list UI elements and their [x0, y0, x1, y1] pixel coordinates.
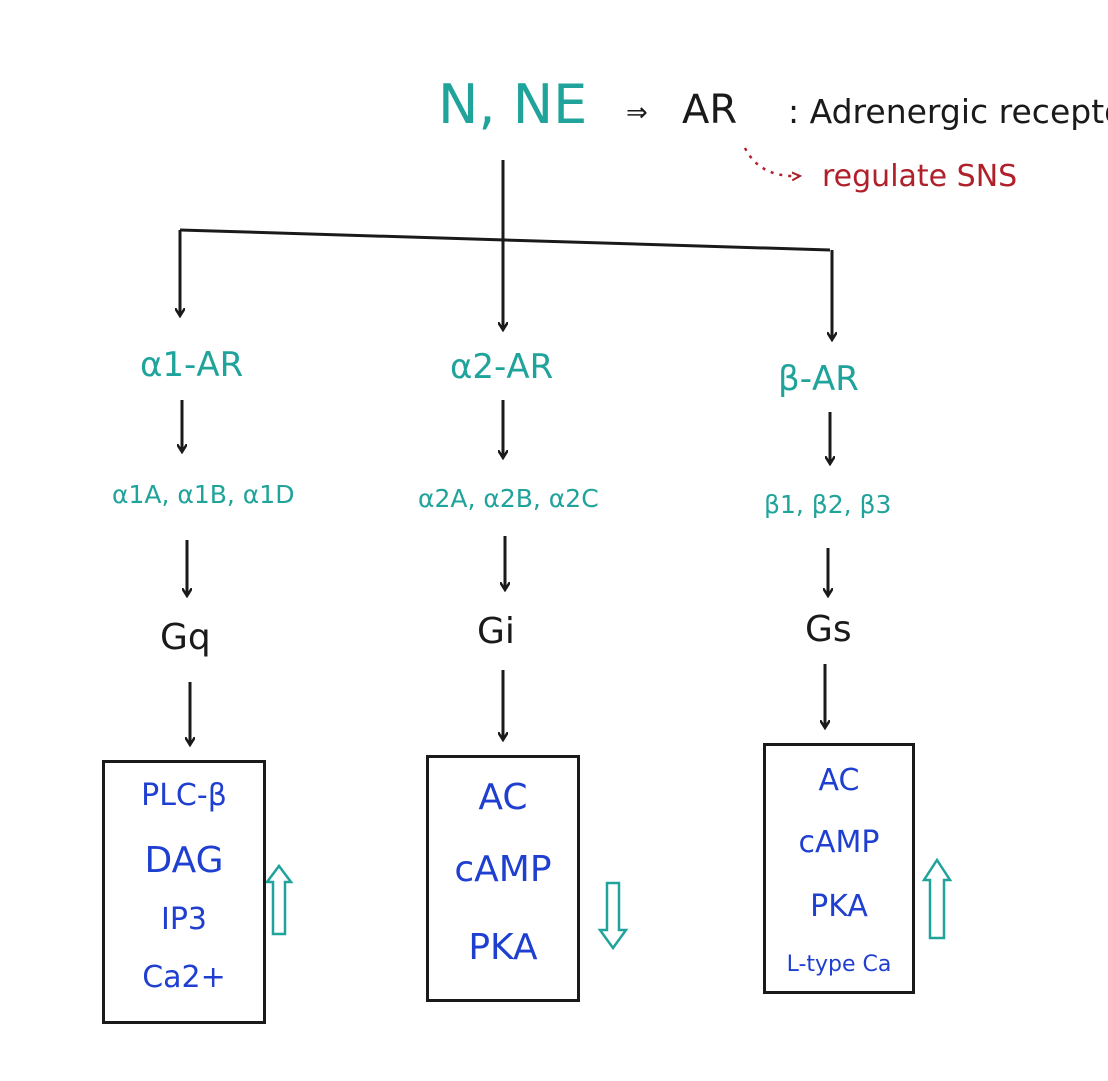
- ligand-label: N, NE: [438, 73, 588, 136]
- receptor-abbreviation: AR: [682, 87, 738, 133]
- g-protein-q: Gq: [160, 617, 211, 658]
- effector-item: AC: [478, 777, 528, 818]
- effector-item: Ca2+: [142, 960, 226, 995]
- g-protein-i: Gi: [477, 611, 515, 652]
- receptor-alpha1: α1-AR: [140, 345, 244, 385]
- receptor-definition: : Adrenergic receptor: [788, 92, 1108, 131]
- effector-item: DAG: [144, 840, 224, 881]
- effector-item: PKA: [810, 889, 868, 924]
- subtypes-alpha1: α1A, α1B, α1D: [112, 480, 295, 509]
- effector-box-beta: AC cAMP PKA L-type Ca: [763, 743, 915, 994]
- effector-box-alpha1: PLC-β DAG IP3 Ca2+: [102, 760, 266, 1024]
- receptor-beta: β-AR: [778, 359, 859, 399]
- trend-down-icon: [597, 881, 629, 951]
- trend-up-icon: [921, 857, 953, 940]
- subtypes-alpha2: α2A, α2B, α2C: [418, 484, 599, 513]
- effector-item: L-type Ca: [786, 952, 892, 977]
- effector-item: PKA: [468, 927, 538, 968]
- effector-box-alpha2: AC cAMP PKA: [426, 755, 580, 1002]
- effector-item: cAMP: [454, 849, 552, 890]
- subtypes-beta: β1, β2, β3: [764, 490, 892, 519]
- receptor-alpha2: α2-AR: [450, 347, 554, 387]
- regulate-dotted-arrow: [743, 147, 800, 176]
- implies-arrow: ⇒: [626, 98, 648, 128]
- branch-bar: [179, 228, 831, 252]
- effector-item: cAMP: [798, 825, 880, 860]
- trend-up-icon: [264, 863, 294, 936]
- effector-item: IP3: [160, 902, 208, 937]
- regulation-note: regulate SNS: [822, 159, 1018, 194]
- effector-item: AC: [818, 763, 860, 798]
- g-protein-s: Gs: [805, 609, 852, 650]
- effector-item: PLC-β: [141, 778, 227, 813]
